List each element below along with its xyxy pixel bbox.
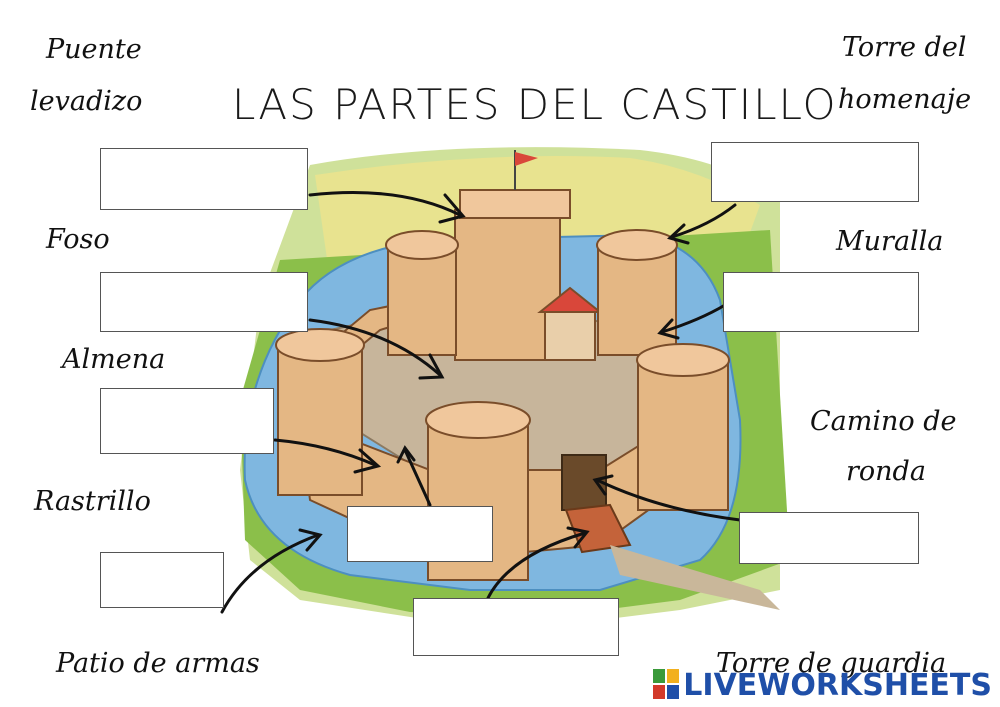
answer-box-6[interactable] [739,512,919,564]
answer-box-8[interactable] [100,552,224,608]
label-puente-line1: Puente [46,34,142,65]
answer-box-5[interactable] [100,388,274,454]
page-title: LAS PARTES DEL CASTILLO [232,80,838,129]
brand-text: LIVEWORKSHEETS [683,668,992,703]
liveworksheets-logo: LIVEWORKSHEETS [653,668,992,703]
label-torre-homenaje-line1: Torre del [842,32,967,63]
answer-box-4[interactable] [723,272,919,332]
label-camino-line1: Camino de [810,406,957,437]
answer-box-9[interactable] [413,598,619,656]
answer-box-7[interactable] [347,506,493,562]
label-patio: Patio de armas [56,648,260,679]
label-rastrillo: Rastrillo [34,486,151,517]
label-foso: Foso [46,224,110,255]
label-almena: Almena [62,344,166,375]
liveworksheets-mark-icon [653,669,680,699]
label-camino-line2: ronda [846,456,926,487]
label-puente-line2: levadizo [30,86,143,117]
label-muralla: Muralla [836,226,944,257]
label-torre-homenaje-line2: homenaje [838,84,972,115]
label-torre-guardia: Torre de guardia [716,648,947,679]
answer-box-2[interactable] [711,142,919,202]
answer-box-3[interactable] [100,272,308,332]
answer-box-1[interactable] [100,148,308,210]
